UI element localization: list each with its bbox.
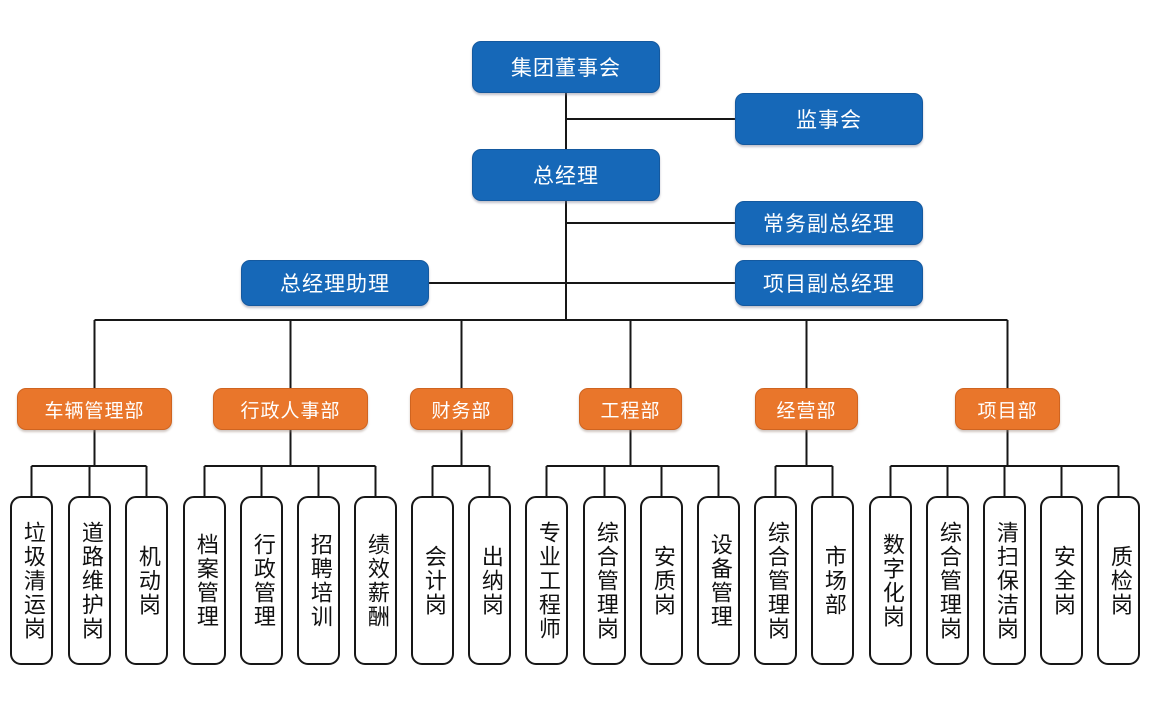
position-node-label: 会计岗 [420,544,446,617]
exec-node-label: 总经理 [533,164,599,188]
position-node-equipment-mgmt[interactable]: 设备管理 [697,496,740,665]
position-node-label: 安全岗 [1049,544,1075,617]
position-node-label: 招聘培训 [306,532,332,629]
position-node-professional-eng[interactable]: 专业工程师 [525,496,568,665]
position-node-label: 出纳岗 [477,544,503,617]
exec-node-gm-assistant[interactable]: 总经理助理 [241,260,429,306]
position-node-label: 机动岗 [134,544,160,617]
position-node-label: 专业工程师 [534,520,560,641]
position-node-label: 行政管理 [249,532,275,629]
department-node-label: 财务部 [431,399,492,422]
position-node-biz-general-mgmt[interactable]: 综合管理岗 [754,496,797,665]
position-node-performance-pay[interactable]: 绩效薪酬 [354,496,397,665]
exec-node-board[interactable]: 集团董事会 [472,41,660,93]
exec-node-label: 总经理助理 [280,272,390,296]
position-node-digitization[interactable]: 数字化岗 [869,496,912,665]
position-node-admin-mgmt[interactable]: 行政管理 [240,496,283,665]
position-node-label: 绩效薪酬 [363,532,389,629]
position-node-safety-quality[interactable]: 安质岗 [640,496,683,665]
exec-node-general-manager[interactable]: 总经理 [472,149,660,201]
department-node-vehicle[interactable]: 车辆管理部 [17,388,172,430]
position-node-label: 设备管理 [706,532,732,629]
position-node-label: 市场部 [820,544,846,617]
position-node-label: 档案管理 [192,532,218,629]
position-node-records-mgmt[interactable]: 档案管理 [183,496,226,665]
exec-node-project-vp[interactable]: 项目副总经理 [735,260,923,306]
position-node-proj-general-mgmt[interactable]: 综合管理岗 [926,496,969,665]
position-node-label: 道路维护岗 [77,520,103,641]
position-node-label: 综合管理岗 [935,520,961,641]
department-node-label: 车辆管理部 [44,399,145,422]
exec-node-supervisory[interactable]: 监事会 [735,93,923,145]
position-node-cashier[interactable]: 出纳岗 [468,496,511,665]
position-node-market-dept[interactable]: 市场部 [811,496,854,665]
position-node-mobile-unit[interactable]: 机动岗 [125,496,168,665]
exec-node-label: 集团董事会 [511,56,621,80]
exec-node-label: 项目副总经理 [763,272,895,296]
department-node-label: 经营部 [776,399,837,422]
position-node-label: 安质岗 [649,544,675,617]
position-node-eng-general-mgmt[interactable]: 综合管理岗 [583,496,626,665]
exec-node-label: 常务副总经理 [763,212,895,236]
position-node-waste-removal[interactable]: 垃圾清运岗 [10,496,53,665]
position-node-label: 综合管理岗 [592,520,618,641]
position-node-cleaning[interactable]: 清扫保洁岗 [983,496,1026,665]
exec-node-label: 监事会 [796,108,862,132]
position-node-accounting[interactable]: 会计岗 [411,496,454,665]
department-node-engineer[interactable]: 工程部 [579,388,682,430]
position-node-recruit-training[interactable]: 招聘培训 [297,496,340,665]
exec-node-exec-vp[interactable]: 常务副总经理 [735,201,923,245]
department-node-label: 行政人事部 [240,399,341,422]
position-node-road-maintenance[interactable]: 道路维护岗 [68,496,111,665]
position-node-safety[interactable]: 安全岗 [1040,496,1083,665]
department-node-admin-hr[interactable]: 行政人事部 [213,388,368,430]
position-node-label: 数字化岗 [878,532,904,629]
position-node-label: 综合管理岗 [763,520,789,641]
position-node-label: 垃圾清运岗 [19,520,45,641]
department-node-project[interactable]: 项目部 [955,388,1060,430]
department-node-finance[interactable]: 财务部 [410,388,513,430]
department-node-business[interactable]: 经营部 [755,388,858,430]
position-node-quality-check[interactable]: 质检岗 [1097,496,1140,665]
position-node-label: 清扫保洁岗 [992,520,1018,641]
position-node-label: 质检岗 [1106,544,1132,617]
department-node-label: 项目部 [977,399,1038,422]
department-node-label: 工程部 [600,399,661,422]
